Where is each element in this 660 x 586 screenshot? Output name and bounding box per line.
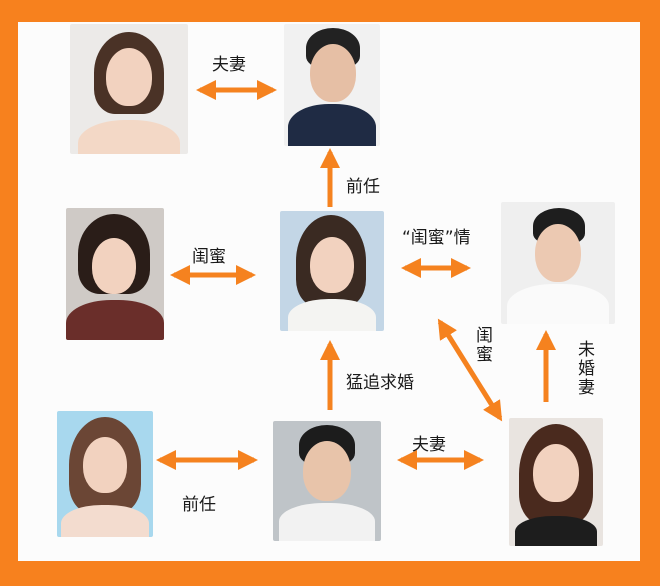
label-bottom-spouse: 夫妻 bbox=[412, 435, 446, 455]
label-pursue: 猛追求婚 bbox=[346, 373, 414, 393]
photo-woman-bottom-left bbox=[57, 411, 153, 537]
label-bestie-quote: “闺蜜”情 bbox=[402, 228, 471, 248]
label-fiance: 未婚妻 bbox=[574, 340, 594, 397]
label-bestie-diagonal: 闺蜜 bbox=[472, 326, 492, 364]
label-top-spouse: 夫妻 bbox=[212, 55, 246, 75]
label-bestie-left: 闺蜜 bbox=[192, 247, 226, 267]
photo-woman-mid-left bbox=[66, 208, 164, 340]
arrow-bestie-diagonal bbox=[437, 318, 503, 422]
photo-woman-bottom-right bbox=[509, 418, 603, 546]
photo-woman-top-left bbox=[70, 24, 188, 154]
photo-man-top-center bbox=[284, 24, 380, 146]
label-ex-bottom: 前任 bbox=[182, 495, 216, 515]
label-ex-up: 前任 bbox=[346, 177, 380, 197]
photo-woman-center bbox=[280, 211, 384, 331]
photo-man-mid-right bbox=[501, 202, 615, 324]
photo-man-bottom-center bbox=[273, 421, 381, 541]
